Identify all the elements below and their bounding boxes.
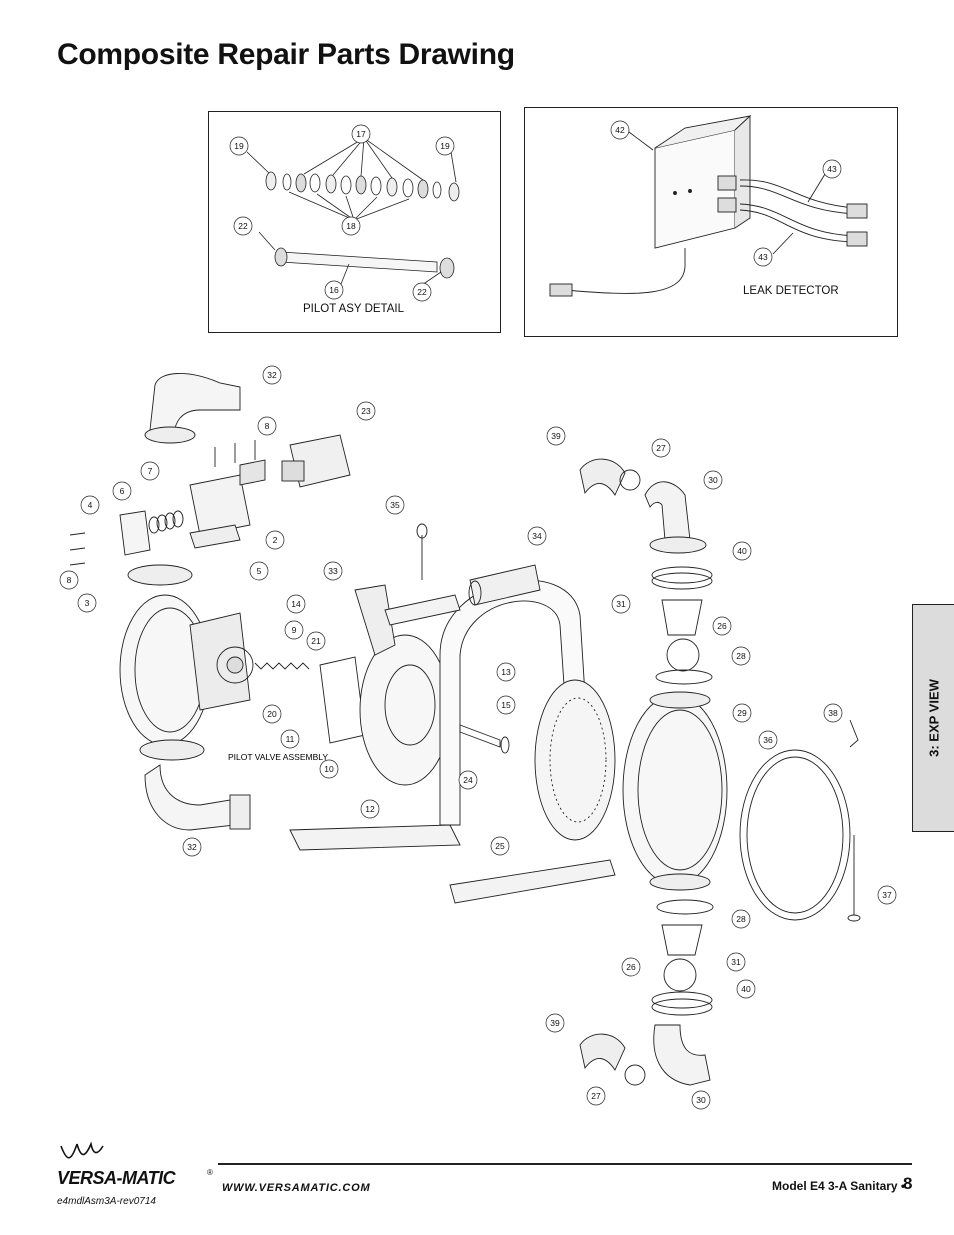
callout-label: 33 [328,566,338,576]
callout-label: 22 [238,221,248,231]
callout-label: 2 [273,535,278,545]
callout-label: 6 [120,486,125,496]
callout-label: 20 [267,709,277,719]
pilot-asy-label: PILOT ASY DETAIL [303,303,404,315]
callout-label: 19 [440,141,450,151]
pilot-asy-drawing: 19 17 19 22 18 16 22 [229,124,460,302]
callout-label: 36 [763,735,773,745]
callout-label: 31 [616,599,626,609]
callout-label: 39 [550,1018,560,1028]
callout-label: 9 [292,625,297,635]
callout-label: 29 [737,708,747,718]
callout-label: 32 [187,842,197,852]
document-id: e4mdlAsm3A-rev0714 [57,1196,156,1207]
callout-label: 32 [267,370,277,380]
callout-label: 31 [731,957,741,967]
callout-label: 19 [234,141,244,151]
callout-label: 8 [265,421,270,431]
callout-label: 27 [591,1091,601,1101]
callout-label: 4 [88,500,93,510]
callout-label: 43 [758,252,768,262]
callout-label: 10 [324,764,334,774]
pilot-valve-assembly-label: PILOT VALVE ASSEMBLY [228,752,328,762]
callout-label: 37 [882,890,892,900]
callout-label: 28 [736,914,746,924]
callout-label: 40 [741,984,751,994]
callout-label: 28 [736,651,746,661]
callout-label: 21 [311,636,321,646]
callout-label: 5 [257,566,262,576]
section-tab-label: 3: EXP VIEW [926,679,942,757]
page-number: 8 [903,1174,913,1193]
brand-name: VERSA-MATIC [57,1168,176,1188]
callout-label: 30 [696,1095,706,1105]
callout-label: 24 [463,775,473,785]
callout-label: 15 [501,700,511,710]
callout-label: 43 [827,164,837,174]
callout-label: 16 [329,285,339,295]
callout-label: 23 [361,406,371,416]
leak-detector-inset: 42 43 43 LEAK DETECTOR [524,107,898,337]
callout-label: 14 [291,599,301,609]
callout-label: 8 [67,575,72,585]
versa-matic-logo-icon [60,1141,104,1159]
callout-label: 22 [417,287,427,297]
callout-label: 42 [615,125,625,135]
callout-label: 13 [501,667,511,677]
leak-detector-label: LEAK DETECTOR [743,285,839,297]
leak-detector-drawing: 42 43 43 [549,114,868,297]
brand-registered-mark: ® [207,1168,213,1177]
website-link[interactable]: WWW.VERSAMATIC.COM [222,1182,371,1194]
exploded-view-drawing: 32 8 7 6 4 23 2 5 8 3 35 34 33 39 27 30 … [59,365,897,1110]
callout-label: 12 [365,804,375,814]
callout-label: 35 [390,500,400,510]
callout-label: 11 [286,734,295,744]
pilot-asy-detail-inset: 19 17 19 22 18 16 22 PILOT ASY DETAIL [208,111,501,333]
callout-label: 26 [626,962,636,972]
page-title: Composite Repair Parts Drawing [57,38,515,71]
callout-label: 3 [85,598,90,608]
callout-label: 30 [708,475,718,485]
callout-label: 25 [495,841,505,851]
callout-label: 26 [717,621,727,631]
callout-label: 34 [532,531,542,541]
callout-label: 18 [346,221,356,231]
section-tab[interactable]: 3: EXP VIEW [912,604,954,832]
callout-label: 39 [551,431,561,441]
callout-label: 17 [356,129,366,139]
callout-label: 7 [148,466,153,476]
footer-divider [218,1163,912,1165]
callout-label: 38 [828,708,838,718]
callout-label: 27 [656,443,666,453]
model-name: Model E4 3-A Sanitary • [772,1179,906,1193]
callout-label: 40 [737,546,747,556]
